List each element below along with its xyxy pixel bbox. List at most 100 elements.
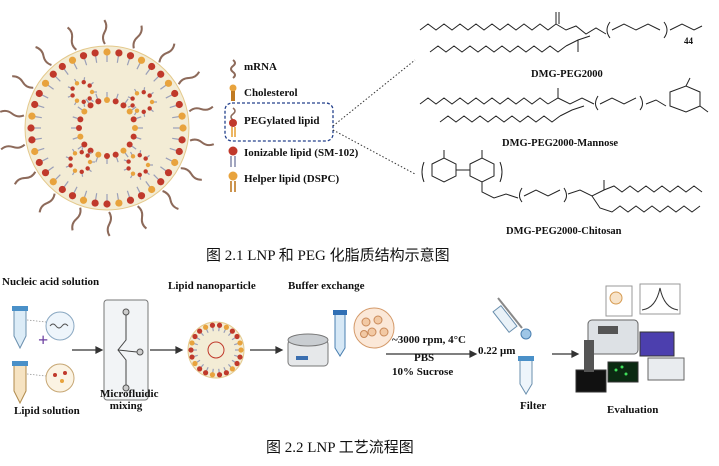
lipid-head bbox=[157, 70, 165, 78]
lipid-head bbox=[112, 151, 119, 158]
label-microfluidic-line2: mixing bbox=[109, 400, 143, 412]
syringe-filter-icon bbox=[492, 297, 534, 395]
peg-highlight-box bbox=[224, 102, 334, 142]
mrna-strand bbox=[158, 43, 176, 63]
mrna-strand bbox=[162, 190, 179, 210]
label-buffer-exchange: Buffer exchange bbox=[288, 280, 365, 292]
tube-nucleic-icon bbox=[12, 306, 75, 350]
lipid-head bbox=[87, 102, 94, 109]
connector-bottom bbox=[332, 129, 416, 175]
lipid-head bbox=[35, 158, 43, 167]
lipid-head bbox=[197, 328, 203, 334]
mrna-strand bbox=[101, 19, 108, 45]
lipid-head bbox=[237, 340, 243, 346]
lipid-head bbox=[171, 89, 179, 98]
lipid-head bbox=[157, 178, 165, 186]
legend-label-helper-lipid: Helper lipid (DSPC) bbox=[244, 173, 340, 185]
lipid-head bbox=[149, 99, 155, 105]
lipid-head bbox=[134, 108, 140, 113]
lipid-head bbox=[164, 79, 173, 87]
lipid-head bbox=[27, 124, 35, 132]
lipid-head bbox=[87, 83, 92, 88]
lipid-head bbox=[79, 52, 88, 60]
label-evaluation: Evaluation bbox=[607, 404, 659, 416]
lipid-head bbox=[31, 147, 39, 156]
legend-label-mrna: mRNA bbox=[244, 61, 277, 73]
lipid-head bbox=[95, 98, 102, 105]
lipid-head bbox=[137, 152, 142, 158]
plus-sign: + bbox=[38, 330, 49, 350]
lipid-head bbox=[41, 79, 50, 87]
lipid-head bbox=[126, 196, 135, 204]
ionizable-lipid-icon bbox=[228, 146, 238, 167]
tube-lipid-icon bbox=[12, 361, 75, 405]
lipid-head bbox=[79, 149, 84, 155]
lipid-head bbox=[120, 147, 127, 154]
mrna-strand bbox=[137, 205, 148, 230]
lipid-head bbox=[76, 125, 82, 131]
mrna-strand bbox=[66, 26, 77, 51]
flow-arrows bbox=[72, 346, 580, 358]
lipid-head bbox=[143, 156, 148, 161]
mrna-strand bbox=[13, 171, 37, 185]
lipid-head bbox=[171, 158, 179, 167]
lipid-head bbox=[130, 96, 135, 101]
lipid-head bbox=[141, 89, 146, 95]
mini-lnp-icon bbox=[187, 321, 245, 379]
label-lipid-solution: Lipid solution bbox=[14, 405, 80, 417]
lipid-head bbox=[70, 86, 75, 91]
lipid-head bbox=[148, 62, 156, 71]
lipid-head bbox=[87, 147, 94, 154]
lipid-head bbox=[31, 100, 39, 109]
lipid-head bbox=[91, 199, 99, 207]
lipid-head bbox=[132, 125, 138, 131]
structure-dmg-peg2000-chitosan bbox=[421, 150, 703, 213]
lipid-head bbox=[103, 48, 111, 56]
lipid-head bbox=[81, 108, 88, 115]
lipid-head bbox=[35, 89, 43, 98]
lipid-head bbox=[137, 56, 146, 64]
lipid-head bbox=[120, 102, 127, 109]
lipid-head bbox=[77, 133, 84, 140]
lipid-head bbox=[68, 56, 77, 64]
lipid-head bbox=[58, 62, 66, 71]
peg-subscript: 44 bbox=[684, 36, 693, 46]
label-lipid-nanoparticle: Lipid nanoparticle bbox=[168, 280, 256, 292]
lipid-head bbox=[91, 49, 99, 57]
cholesterol-icon bbox=[229, 84, 237, 101]
lipid-head bbox=[178, 136, 186, 144]
lipid-head bbox=[68, 192, 77, 200]
lipid-head bbox=[192, 360, 198, 367]
lipid-head bbox=[229, 328, 235, 334]
lipid-head bbox=[85, 166, 90, 171]
centrifuge-icon bbox=[287, 333, 329, 367]
lipid-head bbox=[238, 347, 244, 353]
lipid-head bbox=[112, 98, 119, 105]
lipid-head bbox=[130, 103, 135, 108]
legend-label-ionizable-lipid: Ionizable lipid (SM-102) bbox=[244, 147, 359, 159]
label-pbs: PBS bbox=[414, 352, 435, 364]
mrna-strand bbox=[180, 167, 202, 181]
lipid-head bbox=[216, 322, 223, 328]
structure-dmg-peg2000-mannose bbox=[419, 77, 709, 123]
label-microfluidic-line1: Microfluidic bbox=[100, 388, 159, 400]
lipid-head bbox=[87, 159, 93, 165]
lipid-head bbox=[126, 141, 133, 148]
structure-dmg-peg2000 bbox=[419, 12, 703, 53]
figure-2-1-caption: 图 2.1 LNP 和 PEG 化脂质结构示意图 bbox=[206, 248, 450, 264]
mrna-strand bbox=[0, 109, 25, 118]
lipid-head bbox=[147, 93, 152, 98]
lipid-head bbox=[77, 116, 84, 123]
mrna-strand bbox=[35, 46, 52, 66]
lipid-head bbox=[189, 340, 195, 346]
mrna-strand bbox=[132, 25, 143, 49]
lipid-head bbox=[130, 154, 136, 159]
label-filter-size: 0.22 μm bbox=[478, 345, 516, 357]
lipid-head bbox=[85, 153, 90, 158]
lipid-head bbox=[58, 185, 66, 194]
evaluation-instruments-icon bbox=[575, 283, 685, 393]
lipid-head bbox=[234, 360, 240, 367]
lipid-head bbox=[141, 109, 146, 115]
lipid-head bbox=[175, 100, 183, 109]
lipid-head bbox=[197, 366, 203, 372]
